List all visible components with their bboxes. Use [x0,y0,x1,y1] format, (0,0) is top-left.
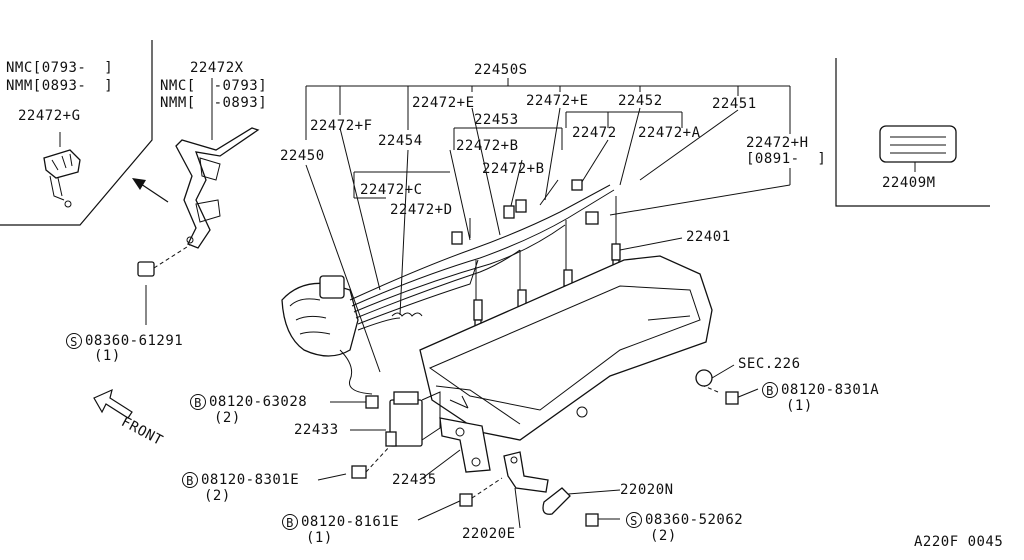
screw-symbol: S [66,333,82,349]
left-inset-frame [0,40,153,226]
label-22451: 22451 [712,96,757,112]
fastener-part-number: 08120-63028 [209,394,308,410]
fastener-qty: (1) [306,530,333,546]
fastener-part-number: 08120-8301A [781,382,880,398]
label-22401: 22401 [686,229,731,245]
label-22450s: 22450S [474,62,528,78]
label-22020n: 22020N [620,482,674,498]
distributor-drawing [281,275,373,395]
coil-bracket-drawing [439,395,491,473]
bolt-symbol: B [190,394,206,410]
label-22472-g: 22472+G [18,108,81,124]
inset-arrow [132,178,169,203]
label-22409m: 22409M [882,175,936,191]
label-22472-a: 22472+A [638,125,701,141]
label-22472-b-2: 22472+B [482,161,545,177]
bracket-g-drawing [43,132,81,208]
label-22454: 22454 [378,133,423,149]
label-22433: 22433 [294,422,339,438]
label-sec226: SEC.226 [738,356,801,372]
bolts [351,369,739,527]
inset-nmc-range: NMC[0793- ] [6,60,114,76]
bolt-08360-61291 [137,244,191,277]
diagram-reference: A220F 0045 [914,534,1004,550]
wire-clips [391,179,599,317]
label-22409m-drawing [879,125,957,172]
fastener-qty: (1) [94,348,121,364]
right-inset-frame [835,58,990,207]
label-nmc-prev: NMC[ -0793] [160,78,268,94]
fastener-part-number: 08360-52062 [645,512,744,528]
front-arrow [93,388,133,419]
ignition-coil-drawing [365,391,441,447]
leader-lines [145,78,759,529]
fastener-part-number: 08120-8161E [301,514,400,530]
spark-plug-wires [349,184,617,331]
bolt-symbol: B [762,382,778,398]
harness-bracket-drawing [175,127,260,249]
label-22472-d: 22472+D [390,202,453,218]
label-22472-f: 22472+F [310,118,373,134]
fastener-qty: (1) [786,398,813,414]
screw-symbol: S [626,512,642,528]
fastener-part-number: 08120-8301E [201,472,300,488]
label-22472-b-1: 22472+B [456,138,519,154]
fastener-qty: (2) [650,528,677,544]
sensor-drawing [503,451,571,515]
label-nmm-prev: NMM[ -0893] [160,95,268,111]
bolt-symbol: B [182,472,198,488]
label-22472: 22472 [572,125,617,141]
label-22472-c: 22472+C [360,182,423,198]
fastener-part-number: 08360-61291 [85,333,184,349]
label-22020e: 22020E [462,526,516,542]
label-22472-h: 22472+H [746,135,809,151]
label-22435: 22435 [392,472,437,488]
label-22453: 22453 [474,112,519,128]
label-22452: 22452 [618,93,663,109]
label-22450: 22450 [280,148,325,164]
bolt-symbol: B [282,514,298,530]
inset-nmm-range: NMM[0893- ] [6,78,114,94]
fastener-qty: (2) [214,410,241,426]
label-22472x: 22472X [190,60,244,76]
engine-head-drawing [419,255,713,441]
bracket-lines-22450s [305,78,791,216]
fastener-qty: (2) [204,488,231,504]
label-22472-e-1: 22472+E [412,95,475,111]
label-22472-e-2: 22472+E [526,93,589,109]
label-22472-h-range: [0891- ] [746,151,827,167]
